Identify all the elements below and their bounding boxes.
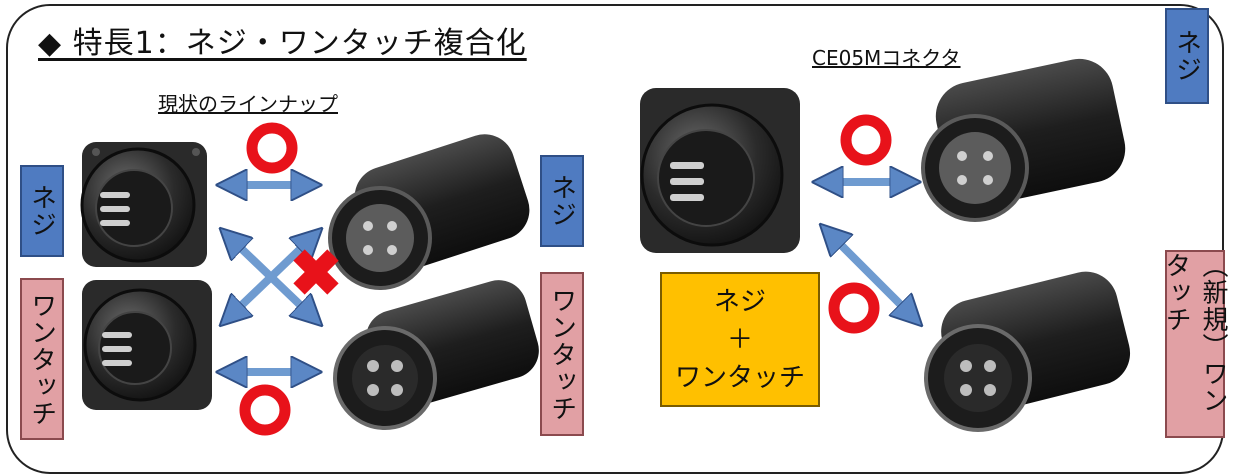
ce05m-screw-plug-image [921,58,1126,222]
ok-ring-icon [840,114,892,166]
ce05m-onetouch-plug-image [924,271,1131,432]
ng-cross-icon [293,249,339,295]
ce05m-new-onetouch-label: （新規）ワンタッチ [1161,250,1228,438]
connector-diagram [80,58,1131,436]
ok-ring-icon [239,384,291,436]
combo-line-onetouch: ワンタッチ [674,362,805,393]
screw-plug-image [328,134,530,290]
ok-ring-icon [828,282,880,334]
left-subtitle: 現状のラインナップ [158,92,338,116]
ce05m-receptacle-image [640,88,800,253]
page-title: ◆ 特長1：ネジ・ワンタッチ複合化 [38,26,527,61]
right-onetouch-label: ワンタッチ [540,272,584,436]
onetouch-plug-image [333,280,539,430]
left-onetouch-label: ワンタッチ [20,278,64,440]
right-screw-label: ネジ [540,155,584,247]
ce05m-screw-label: ネジ [1165,8,1209,104]
ok-ring-icon [246,122,298,174]
onetouch-receptacle-image [82,280,212,410]
combo-line-plus: ＋ [726,324,753,355]
combo-line-screw: ネジ [713,286,766,317]
combo-box: ネジ ＋ ワンタッチ [660,272,820,407]
screw-receptacle-image [80,142,207,267]
right-subtitle: CE05Mコネクタ [812,46,961,70]
left-screw-label: ネジ [20,165,64,257]
